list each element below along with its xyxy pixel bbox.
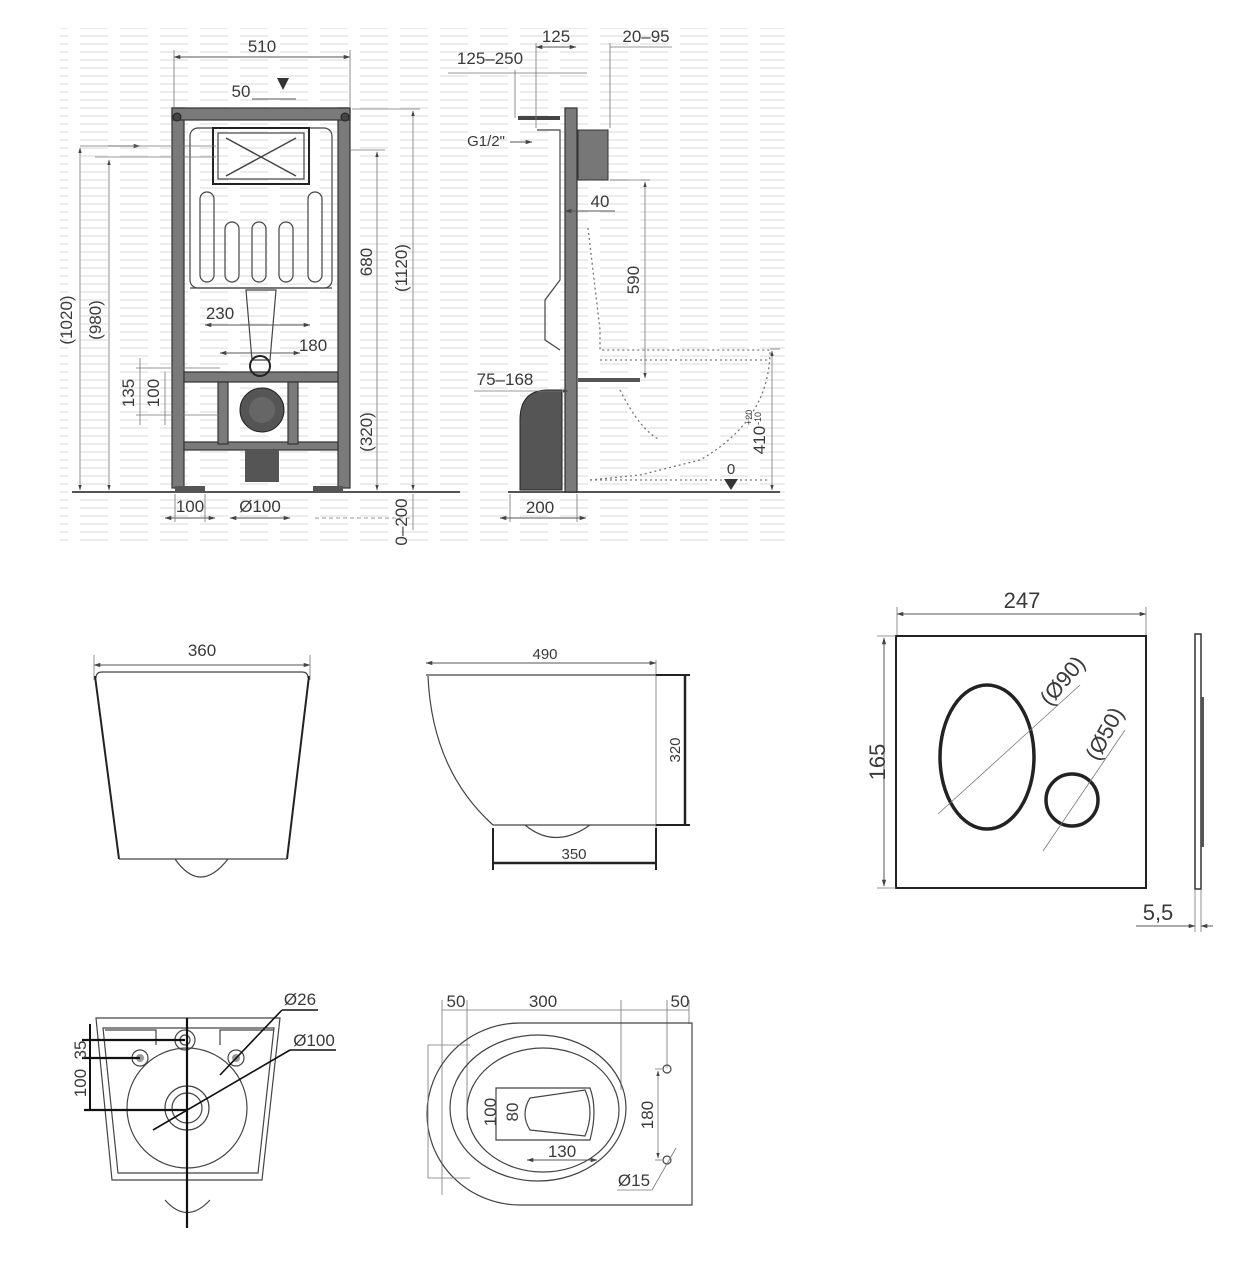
- dim-foot-adjust: 0–200: [392, 498, 411, 545]
- dim-frame-width: 510: [248, 37, 276, 56]
- flush-button-large-icon[interactable]: [938, 683, 1036, 831]
- dim-height-980: (980): [86, 300, 105, 340]
- dim-flush-height-590: 590: [624, 266, 643, 294]
- frame-side-view: 125 20–95 125–250 G1/2" 40 590 75–168 20…: [448, 27, 780, 522]
- background-texture: [60, 28, 785, 543]
- flush-button-small-icon[interactable]: [1044, 772, 1100, 828]
- label-bolt-diameter: Ø15: [618, 1171, 650, 1190]
- dim-actuator-depth-125: 125: [542, 27, 570, 46]
- dim-bolt-spacing-180: 180: [638, 1101, 657, 1129]
- toilet-top-view: 50 300 50 100 80 130 180 Ø15: [426, 992, 693, 1206]
- dim-plate-thickness: 5,5: [1143, 900, 1174, 925]
- dim-rear-spacing-100: 100: [71, 1069, 90, 1097]
- dim-seat-tolerance-minus: -10: [753, 412, 763, 425]
- frame-front-view: 510 50 (1020) (980) 680 (1120) 230 180 1…: [57, 37, 460, 546]
- dim-toilet-width-360: 360: [188, 641, 216, 660]
- label-water-inlet: G1/2": [467, 133, 505, 150]
- dim-drain-range: 75–168: [477, 370, 534, 389]
- dim-drain-diameter: Ø100: [239, 497, 281, 516]
- dim-plate-height-165: 165: [865, 744, 890, 781]
- label-floor-level: 0: [727, 461, 735, 478]
- flush-plate-outline: [895, 635, 1147, 889]
- dim-top-offset-right: 50: [671, 992, 690, 1011]
- dim-toilet-height-320: 320: [667, 737, 684, 762]
- dim-frame-depth-40: 40: [591, 192, 610, 211]
- flush-plate: 247 165 (Ø90) (Ø50) 5,5: [865, 588, 1213, 932]
- toilet-rear-view: 35 100 Ø26 Ø100: [71, 990, 336, 1228]
- dim-bolt-height-135: 135: [119, 379, 138, 407]
- dim-bolt-180: 180: [299, 336, 327, 355]
- dim-seat-tolerance-plus: +20: [744, 410, 754, 425]
- floor-level-marker-icon: [724, 479, 738, 490]
- dim-height-1020: (1020): [57, 295, 76, 344]
- label-rear-hole-diameter: Ø26: [284, 990, 316, 1009]
- dim-outlet-depth-100: 100: [481, 1098, 500, 1126]
- dim-height-680: 680: [357, 248, 376, 276]
- dim-toilet-length-490: 490: [532, 646, 557, 663]
- toilet-front-view: 360: [93, 641, 311, 878]
- dim-top-span-300: 300: [529, 992, 557, 1011]
- dim-toilet-base-350: 350: [561, 846, 586, 863]
- dim-foot-100: 100: [176, 497, 204, 516]
- dim-bolt-height-100: 100: [144, 379, 163, 407]
- dim-plate-width-247: 247: [1004, 588, 1041, 613]
- dim-height-1120: (1120): [392, 244, 411, 292]
- dim-top-offset-left: 50: [447, 992, 466, 1011]
- dim-drain-height-320: (320): [357, 412, 376, 452]
- dim-foot-depth-200: 200: [526, 498, 554, 517]
- dim-inlet-range: 125–250: [457, 49, 523, 68]
- dim-wall-depth-20-95: 20–95: [622, 27, 669, 46]
- dim-bolt-230: 230: [206, 304, 234, 323]
- label-rear-drain-diameter: Ø100: [293, 1031, 335, 1050]
- dim-outlet-width-80: 80: [503, 1103, 522, 1122]
- dim-rear-spacing-35: 35: [71, 1041, 90, 1060]
- dim-seat-height-410: 410: [750, 426, 769, 454]
- toilet-side-view: 490 320 350: [425, 646, 690, 870]
- dim-outlet-length-130: 130: [548, 1142, 576, 1161]
- dim-inlet-offset: 50: [232, 82, 251, 101]
